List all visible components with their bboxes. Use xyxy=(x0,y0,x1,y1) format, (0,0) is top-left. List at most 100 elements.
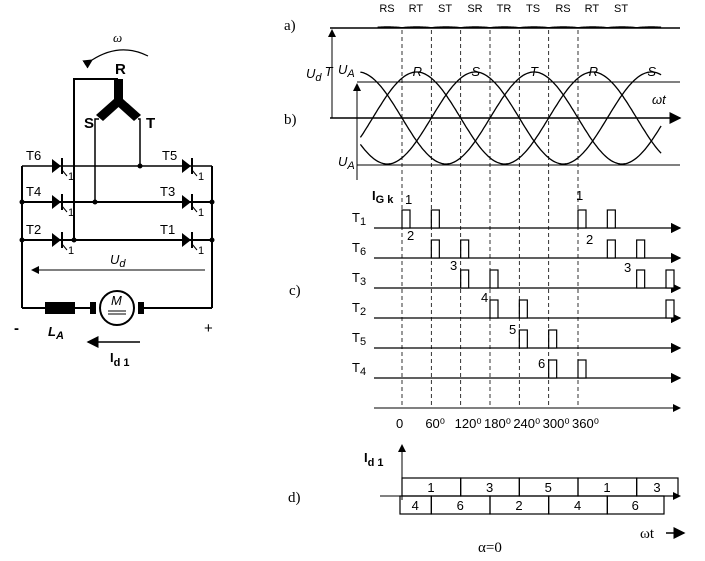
line-voltage-label: TR xyxy=(497,3,512,15)
gate-row-label: T6 xyxy=(352,240,366,258)
angle-tick-label: 60⁰ xyxy=(425,416,445,431)
gate-row-label: T5 xyxy=(352,330,366,348)
conduction-lower-label: 6 xyxy=(632,498,639,513)
pulse-number: 6 xyxy=(538,356,545,371)
gate-pulse xyxy=(606,239,616,259)
line-voltage-label: ST xyxy=(614,3,628,15)
ripple-voltage xyxy=(377,26,662,29)
label-t1: T1 xyxy=(160,222,175,237)
gate-pulse xyxy=(577,209,587,229)
panel-c-label: c) xyxy=(289,283,301,299)
phase-peak-label: R xyxy=(589,64,598,79)
ud-label: Ud xyxy=(110,252,126,270)
phase-peak-label: S xyxy=(647,64,656,79)
phase-s-label: S xyxy=(84,115,94,132)
id-label: Id 1 xyxy=(364,450,384,469)
svg-text:1: 1 xyxy=(68,171,74,183)
omega-label: ω xyxy=(113,30,122,45)
ua-top: UA xyxy=(338,62,355,80)
wt-label-d: ωt xyxy=(640,526,655,542)
angle-tick-label: 0 xyxy=(396,416,403,431)
angle-tick-label: 180⁰ xyxy=(484,416,511,431)
minus-sign: - xyxy=(14,320,19,337)
gate-row-label: T4 xyxy=(352,360,366,378)
conduction-upper-label: 3 xyxy=(486,480,493,495)
wire-r xyxy=(73,78,118,240)
line-voltage-label: RT xyxy=(409,3,424,15)
wt-label-b: ωt xyxy=(652,92,667,107)
panel-a-ud: Ud xyxy=(306,66,322,84)
conduction-interval-lower xyxy=(606,495,665,515)
conduction-upper-label: 1 xyxy=(427,480,434,495)
line-voltage-label: RS xyxy=(379,3,394,15)
gate-pulse xyxy=(489,269,499,289)
thyristor-t6 xyxy=(52,158,68,177)
angle-tick-label: 360⁰ xyxy=(572,416,599,431)
phase-t-wave xyxy=(360,71,662,165)
svg-text:1: 1 xyxy=(198,245,204,257)
conduction-upper-label: 3 xyxy=(653,480,660,495)
line-voltage-label: RT xyxy=(585,3,600,15)
panel-b-label: b) xyxy=(284,112,297,128)
gate-row-label: T1 xyxy=(352,210,366,228)
gate-row-label: T3 xyxy=(352,270,366,288)
gate-pulse xyxy=(665,299,675,319)
thyristor-t1 xyxy=(182,232,198,251)
gate-pulse xyxy=(577,359,587,379)
pulse-number: 1 xyxy=(576,188,583,203)
angle-tick-label: 300⁰ xyxy=(543,416,570,431)
rotation-arrow xyxy=(82,49,149,69)
gate-pulse xyxy=(606,209,616,229)
gate-pulse xyxy=(489,299,499,319)
phase-r-wave xyxy=(359,71,662,165)
svg-text:1: 1 xyxy=(68,245,74,257)
inductor-la xyxy=(45,302,75,314)
thyristor-t5 xyxy=(182,158,198,177)
gate-pulse xyxy=(548,359,558,379)
thyristor-t2 xyxy=(52,232,68,251)
line-voltage-label: SR xyxy=(467,3,482,15)
wire-t xyxy=(138,118,141,166)
panel-a-label: a) xyxy=(284,18,296,34)
label-t6: T6 xyxy=(26,148,41,163)
pulse-number: 5 xyxy=(509,322,516,337)
alpha-label: α=0 xyxy=(478,540,502,556)
label-t2: T2 xyxy=(26,222,41,237)
wire-s xyxy=(94,118,99,202)
gate-pulse xyxy=(430,239,440,259)
phase-peak-label: R xyxy=(413,64,422,79)
gate-pulse xyxy=(636,269,646,289)
thyristor-t3 xyxy=(182,194,198,213)
gate-pulse xyxy=(665,269,675,289)
conduction-upper-label: 5 xyxy=(545,480,552,495)
phase-s-wave xyxy=(359,71,662,165)
conduction-lower-label: 4 xyxy=(574,498,581,513)
gate-row-label: T2 xyxy=(352,300,366,318)
panel-d-label: d) xyxy=(288,490,301,506)
gate-pulse xyxy=(460,239,470,259)
line-voltage-label: TS xyxy=(526,3,540,15)
svg-text:1: 1 xyxy=(68,207,74,219)
line-voltage-label: ST xyxy=(438,3,452,15)
phase-peak-label: T xyxy=(530,64,539,79)
conduction-lower-label: 4 xyxy=(412,498,419,513)
igk-label: IG k xyxy=(372,188,394,206)
label-t4: T4 xyxy=(26,184,41,199)
phase-r-label: R xyxy=(115,61,126,78)
phase-t-label: T xyxy=(146,115,155,132)
phase-peak-label: S xyxy=(471,64,480,79)
inductor-label: LA xyxy=(48,324,64,342)
pulse-number: 2 xyxy=(407,228,414,243)
svg-text:1: 1 xyxy=(198,171,204,183)
phase-peak-label: T xyxy=(325,64,334,79)
current-label: Id 1 xyxy=(110,350,130,369)
pulse-number: 2 xyxy=(586,232,593,247)
gate-pulse xyxy=(460,269,470,289)
angle-tick-label: 240⁰ xyxy=(513,416,540,431)
label-t3: T3 xyxy=(160,184,175,199)
